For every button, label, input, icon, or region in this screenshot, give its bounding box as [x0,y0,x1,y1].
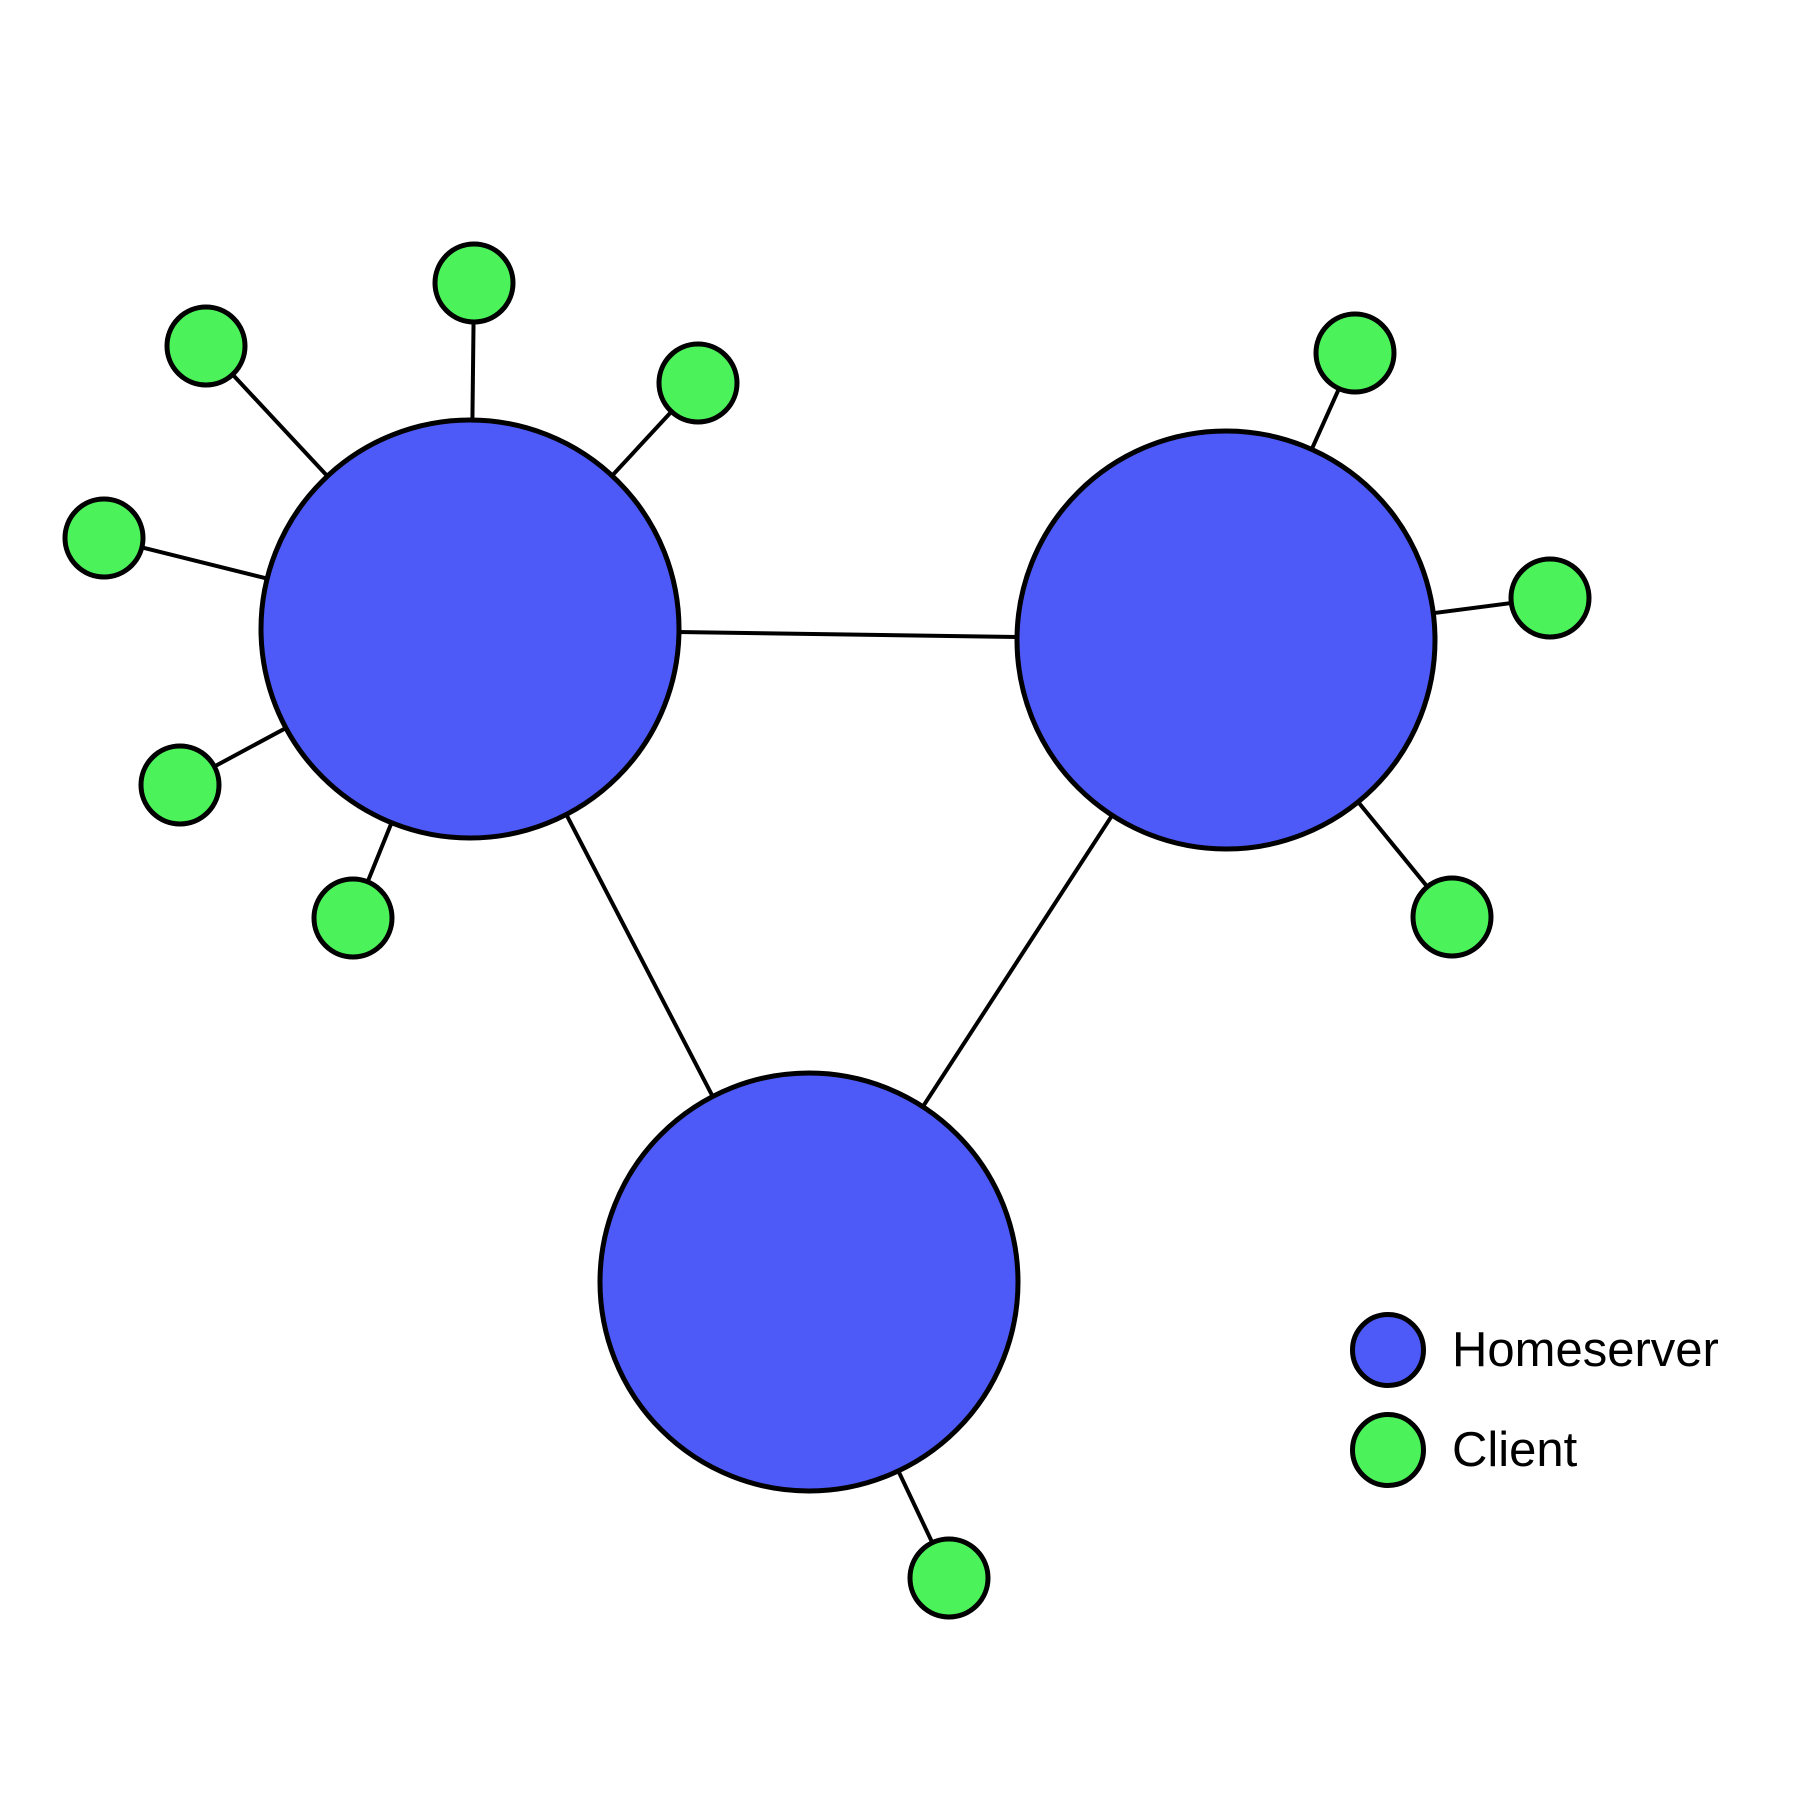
client-node-c4 [62,496,146,580]
legend: Homeserver Client [1350,1312,1719,1488]
homeserver-swatch-icon [1350,1312,1426,1388]
client-node-c9 [1410,875,1494,959]
client-swatch-icon [1350,1412,1426,1488]
homeserver-node-hs-bottom [597,1070,1021,1494]
legend-label-homeserver: Homeserver [1452,1323,1719,1377]
client-node-c5 [138,743,222,827]
client-node-c3 [656,341,740,425]
client-node-c8 [1508,556,1592,640]
client-node-c2 [164,304,248,388]
client-node-c6 [311,876,395,960]
legend-item-client: Client [1350,1412,1719,1488]
homeserver-node-hs-left [258,417,682,841]
client-node-c1 [432,241,516,325]
legend-item-homeserver: Homeserver [1350,1312,1719,1388]
homeserver-node-hs-right [1014,428,1438,852]
client-node-c10 [907,1536,991,1620]
legend-label-client: Client [1452,1423,1578,1477]
client-node-c7 [1313,311,1397,395]
